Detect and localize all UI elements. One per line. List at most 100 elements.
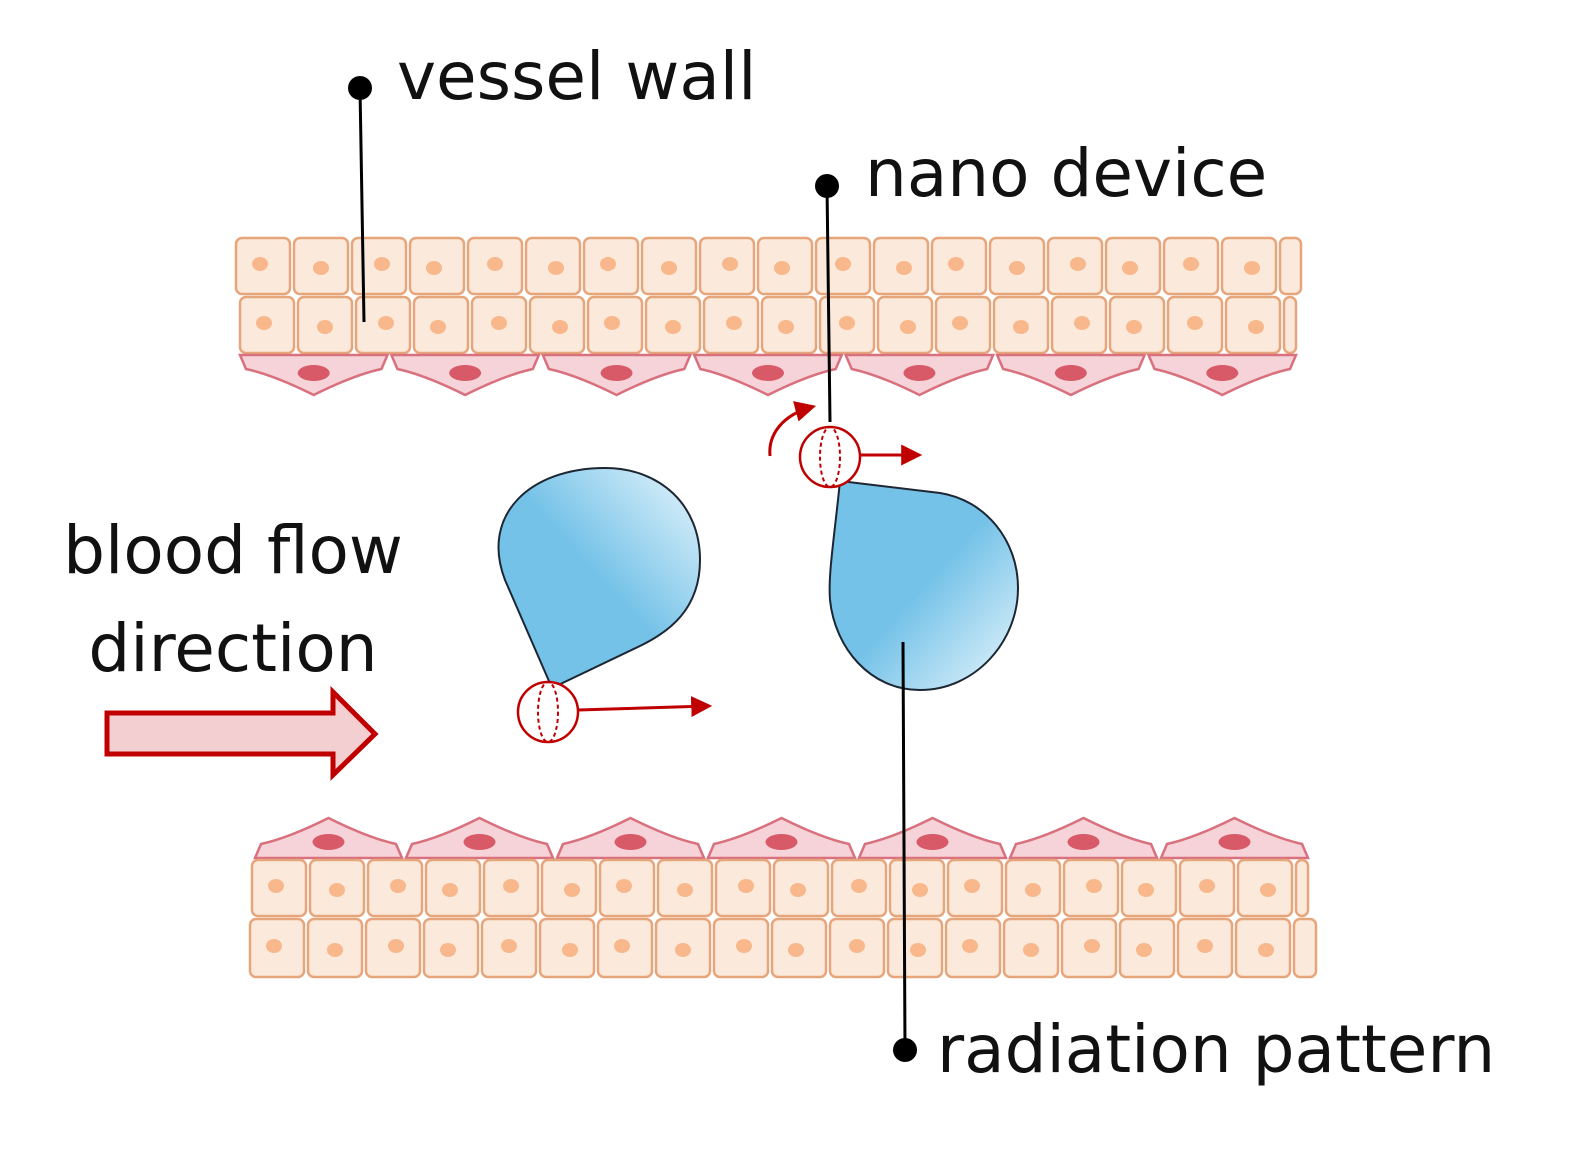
cell-nucleus [962,939,978,953]
cell-nucleus [442,883,458,897]
tissue-cell [1282,295,1298,355]
endothelial-nucleus [463,834,496,850]
endothelial-nucleus [1206,365,1239,381]
cell-nucleus [616,879,632,893]
cell-nucleus [1023,943,1039,957]
cell-nucleus [329,883,345,897]
cell-nucleus [268,879,284,893]
cell-nucleus [1013,320,1029,334]
label-vessel-wall: vessel wall [397,38,756,115]
cell-nucleus [1025,883,1041,897]
cell-nucleus [849,939,865,953]
cell-nucleus [1197,939,1213,953]
endothelial-cell-row [253,816,1310,860]
endothelial-nucleus [312,834,345,850]
vessel-wall-bottom [248,816,1318,979]
cell-nucleus [788,943,804,957]
cell-nucleus [1074,316,1090,330]
endothelial-nucleus [916,834,949,850]
endothelial-nucleus [903,365,936,381]
cell-nucleus [1136,943,1152,957]
cell-nucleus [738,879,754,893]
velocity-arrow-lower [577,696,713,718]
cell-nucleus [1084,939,1100,953]
tissue-cell-row [238,295,1298,355]
cell-nucleus [374,257,390,271]
endothelial-nucleus [1218,834,1251,850]
cell-nucleus [952,316,968,330]
cell-nucleus [1009,261,1025,275]
cell-nucleus [600,257,616,271]
label-blood-flow-line2: direction [88,610,377,687]
cell-nucleus [501,939,517,953]
cell-nucleus [604,316,620,330]
cell-nucleus [1138,883,1154,897]
cell-nucleus [774,261,790,275]
cell-nucleus [1248,320,1264,334]
cell-nucleus [503,879,519,893]
radiation-lobe-right [828,479,1020,692]
cell-nucleus [1086,879,1102,893]
cell-nucleus [1244,261,1260,275]
blood-flow-arrow-icon [104,685,379,781]
cell-nucleus [661,261,677,275]
cell-nucleus [778,320,794,334]
leader-line-radiation-pattern [901,641,907,1051]
leader-dot-vessel-wall [348,76,372,100]
endothelial-nucleus [1067,834,1100,850]
cell-nucleus [964,879,980,893]
cell-nucleus [1187,316,1203,330]
endothelial-nucleus [600,365,633,381]
endothelial-nucleus [297,365,330,381]
nano-device-upper [798,425,862,489]
label-blood-flow-line1: blood flow [63,512,403,589]
cell-nucleus [1126,320,1142,334]
cell-nucleus [722,257,738,271]
tissue-cell [1278,236,1303,296]
label-nano-device: nano device [865,135,1267,212]
cell-nucleus [1258,943,1274,957]
cell-nucleus [440,943,456,957]
cell-nucleus [736,939,752,953]
endothelial-nucleus [449,365,482,381]
cell-nucleus [726,316,742,330]
cell-nucleus [675,943,691,957]
endothelial-nucleus [765,834,798,850]
tissue-cell-row [250,858,1310,918]
cell-nucleus [1260,883,1276,897]
cell-nucleus [1122,261,1138,275]
cell-nucleus [548,261,564,275]
nano-device-lower [516,680,580,744]
endothelial-nucleus [614,834,647,850]
tissue-cell [1294,858,1310,918]
leader-dot-nano-device [815,174,839,198]
cell-nucleus [378,316,394,330]
cell-nucleus [564,883,580,897]
rotation-arrow-icon [768,401,817,457]
cell-nucleus [487,257,503,271]
cell-nucleus [665,320,681,334]
vessel-wall-top [234,236,1303,397]
radiation-lobe-left [497,466,702,690]
leader-line-nano-device [825,185,832,423]
cell-nucleus [948,257,964,271]
cell-nucleus [252,257,268,271]
cell-nucleus [851,879,867,893]
label-radiation-pattern: radiation pattern [937,1011,1495,1088]
cell-nucleus [839,316,855,330]
cell-nucleus [388,939,404,953]
cell-nucleus [1199,879,1215,893]
cell-nucleus [426,261,442,275]
cell-nucleus [562,943,578,957]
cell-nucleus [552,320,568,334]
cell-nucleus [390,879,406,893]
tissue-cell-row [248,917,1318,979]
cell-nucleus [896,261,912,275]
cell-nucleus [900,320,916,334]
cell-nucleus [430,320,446,334]
cell-nucleus [614,939,630,953]
cell-nucleus [327,943,343,957]
tissue-cell [1292,917,1318,979]
cell-nucleus [912,883,928,897]
